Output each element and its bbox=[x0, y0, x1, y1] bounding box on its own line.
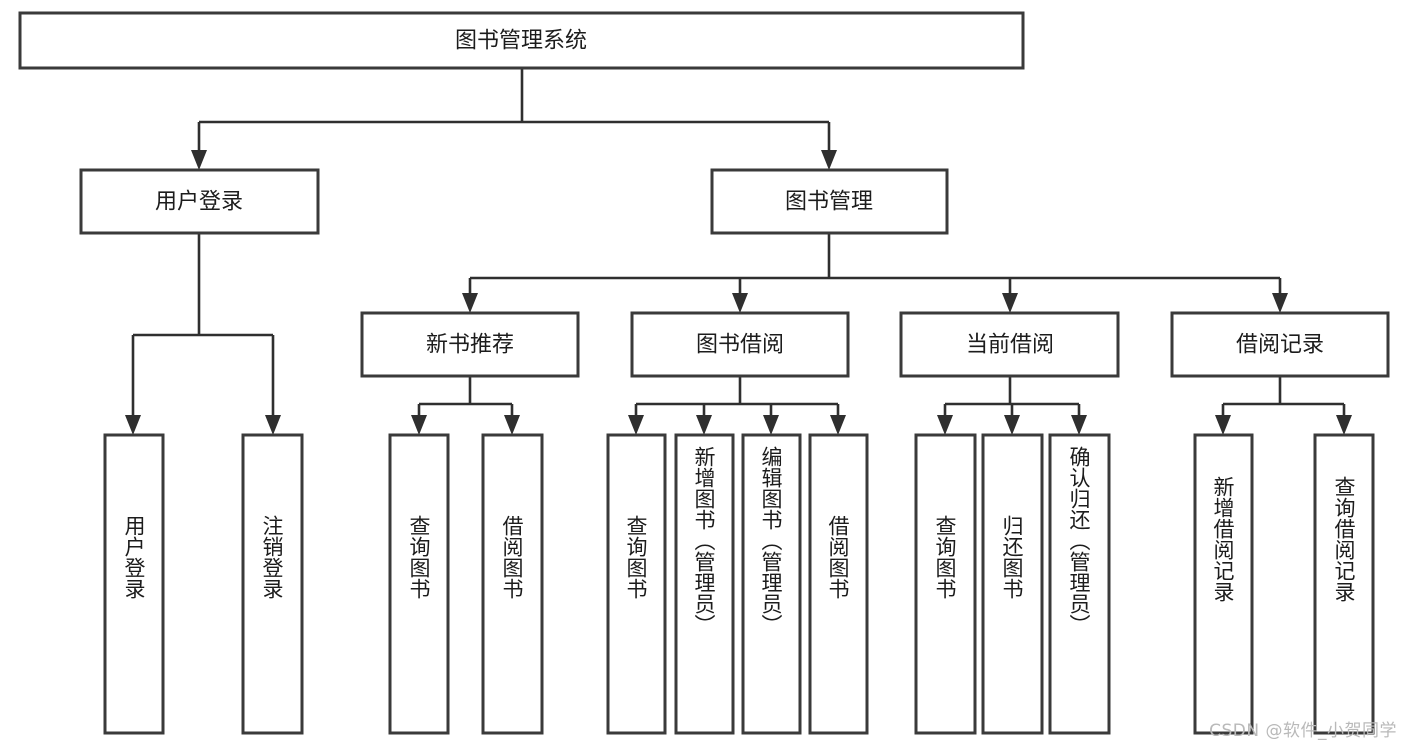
node-book-manage[interactable]: 图书管理 bbox=[710, 168, 949, 235]
user-login-box[interactable] bbox=[79, 168, 320, 235]
node-leaf-query-record[interactable]: 查询借阅记录 bbox=[1313, 433, 1375, 735]
node-leaf-query-book-3[interactable]: 查询图书 bbox=[914, 433, 977, 735]
leaf-add-record-box[interactable] bbox=[1193, 433, 1254, 735]
arrow-to-leaf-query-book-1 bbox=[411, 415, 427, 435]
book-borrow-box[interactable] bbox=[630, 311, 850, 378]
arrow-to-user-login bbox=[191, 150, 207, 170]
arrow-to-leaf-user-login bbox=[125, 415, 141, 435]
leaf-logout-login-label: 注销登录 bbox=[260, 515, 284, 599]
node-current-borrow[interactable]: 当前借阅 bbox=[899, 311, 1120, 378]
node-leaf-add-book[interactable]: 新增图书（管理员） bbox=[674, 433, 735, 735]
leaf-query-book-2-box[interactable] bbox=[606, 433, 667, 735]
user-login-label: 用户登录 bbox=[155, 190, 243, 215]
new-book-recommend-box[interactable] bbox=[360, 311, 580, 378]
arrow-to-leaf-borrow-book-2 bbox=[830, 415, 846, 435]
arrow-to-leaf-add-book bbox=[696, 415, 712, 435]
leaf-borrow-book-1-box[interactable] bbox=[481, 433, 544, 735]
node-leaf-logout-login[interactable]: 注销登录 bbox=[241, 433, 304, 735]
arrow-to-current-borrow bbox=[1002, 293, 1018, 313]
leaf-return-book-box[interactable] bbox=[981, 433, 1044, 735]
node-leaf-query-book-1[interactable]: 查询图书 bbox=[388, 433, 450, 735]
node-leaf-edit-book[interactable]: 编辑图书（管理员） bbox=[741, 433, 802, 735]
leaf-user-login-label: 用户登录 bbox=[122, 515, 146, 599]
node-book-borrow[interactable]: 图书借阅 bbox=[630, 311, 850, 378]
new-book-recommend-label: 新书推荐 bbox=[426, 333, 514, 358]
current-borrow-box[interactable] bbox=[899, 311, 1120, 378]
node-borrow-record[interactable]: 借阅记录 bbox=[1170, 311, 1390, 378]
node-leaf-confirm-return[interactable]: 确认归还（管理员） bbox=[1048, 433, 1111, 735]
leaf-add-book-box[interactable] bbox=[674, 433, 735, 735]
leaf-user-login-box[interactable] bbox=[103, 433, 165, 735]
arrow-to-leaf-query-book-3 bbox=[937, 415, 953, 435]
leaf-query-book-3-box[interactable] bbox=[914, 433, 977, 735]
node-leaf-borrow-book-2[interactable]: 借阅图书 bbox=[808, 433, 869, 735]
arrow-to-new-book-recommend bbox=[462, 293, 478, 313]
arrow-to-book-manage bbox=[821, 150, 837, 170]
leaf-query-record-box[interactable] bbox=[1313, 433, 1375, 735]
arrow-to-leaf-confirm-return bbox=[1071, 415, 1087, 435]
arrow-to-borrow-record bbox=[1272, 293, 1288, 313]
node-leaf-query-book-2[interactable]: 查询图书 bbox=[606, 433, 667, 735]
current-borrow-label: 当前借阅 bbox=[966, 333, 1054, 358]
arrow-to-leaf-query-book-2 bbox=[628, 415, 644, 435]
book-manage-box[interactable] bbox=[710, 168, 949, 235]
leaf-logout-login-box[interactable] bbox=[241, 433, 304, 735]
arrow-to-leaf-borrow-book-1 bbox=[504, 415, 520, 435]
leaf-query-book-2-label: 查询图书 bbox=[624, 515, 648, 599]
leaf-query-record-label: 查询借阅记录 bbox=[1332, 476, 1356, 602]
arrow-to-leaf-edit-book bbox=[763, 415, 779, 435]
leaf-query-book-3-label: 查询图书 bbox=[933, 515, 957, 599]
arrow-to-leaf-query-record bbox=[1336, 415, 1352, 435]
leaf-edit-book-label: 编辑图书（管理员） bbox=[759, 446, 783, 635]
leaf-borrow-book-1-label: 借阅图书 bbox=[500, 515, 524, 599]
arrow-to-leaf-logout-login bbox=[265, 415, 281, 435]
node-user-login[interactable]: 用户登录 bbox=[79, 168, 320, 235]
node-leaf-user-login[interactable]: 用户登录 bbox=[103, 433, 165, 735]
leaf-borrow-book-2-box[interactable] bbox=[808, 433, 869, 735]
leaf-add-record-label: 新增借阅记录 bbox=[1211, 476, 1235, 602]
node-new-book-recommend[interactable]: 新书推荐 bbox=[360, 311, 580, 378]
node-leaf-return-book[interactable]: 归还图书 bbox=[981, 433, 1044, 735]
leaf-add-book-label: 新增图书（管理员） bbox=[692, 446, 716, 635]
book-borrow-label: 图书借阅 bbox=[696, 333, 784, 358]
node-root[interactable]: 图书管理系统 bbox=[18, 11, 1025, 70]
leaf-confirm-return-box[interactable] bbox=[1048, 433, 1111, 735]
leaf-edit-book-box[interactable] bbox=[741, 433, 802, 735]
node-leaf-add-record[interactable]: 新增借阅记录 bbox=[1193, 433, 1254, 735]
leaf-confirm-return-label: 确认归还（管理员） bbox=[1067, 446, 1091, 635]
leaf-query-book-1-box[interactable] bbox=[388, 433, 450, 735]
arrow-to-leaf-return-book bbox=[1004, 415, 1020, 435]
node-leaf-borrow-book-1[interactable]: 借阅图书 bbox=[481, 433, 544, 735]
watermark-text: CSDN @软件_小贺同学 bbox=[1209, 721, 1397, 741]
leaf-query-book-1-label: 查询图书 bbox=[407, 515, 431, 599]
leaf-return-book-label: 归还图书 bbox=[1000, 515, 1024, 599]
leaf-borrow-book-2-label: 借阅图书 bbox=[826, 515, 850, 599]
root-box[interactable] bbox=[18, 11, 1025, 70]
root-label: 图书管理系统 bbox=[455, 29, 587, 54]
borrow-record-box[interactable] bbox=[1170, 311, 1390, 378]
arrow-to-leaf-add-record bbox=[1215, 415, 1231, 435]
arrow-to-book-borrow bbox=[732, 293, 748, 313]
edge-layer bbox=[125, 68, 1352, 435]
book-manage-label: 图书管理 bbox=[785, 190, 873, 215]
borrow-record-label: 借阅记录 bbox=[1236, 333, 1324, 358]
